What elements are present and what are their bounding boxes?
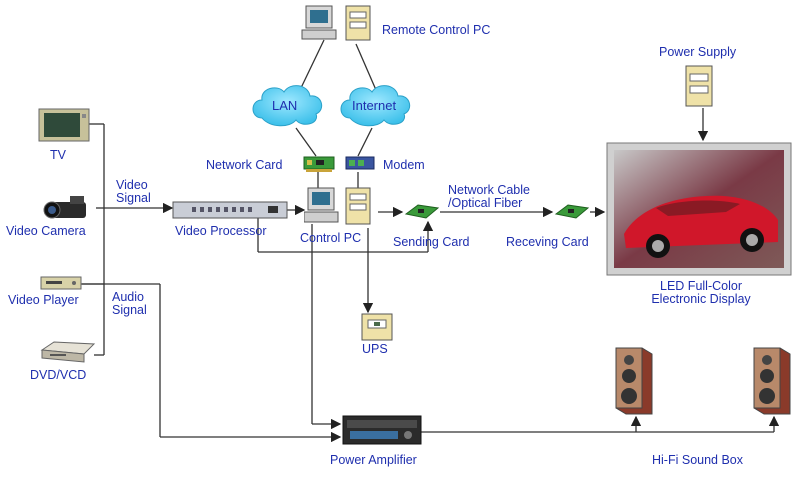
audio-signal-label-2: Signal: [112, 303, 147, 317]
speaker-right-icon: [753, 347, 791, 415]
video-processor-icon: [172, 201, 288, 219]
lan-label: LAN: [272, 98, 298, 113]
network-card-icon: [303, 156, 335, 172]
sending-card-label: Sending Card: [393, 235, 470, 249]
ups-icon: [361, 313, 393, 341]
receiving-card-label: Receving Card: [506, 235, 589, 249]
video-signal-label-2: Signal: [116, 191, 151, 205]
video-camera-label: Video Camera: [6, 224, 86, 238]
audio-signal-label-1: Audio: [112, 290, 144, 304]
speaker-left-icon: [615, 347, 653, 415]
control-pc-icon: [304, 187, 371, 225]
internet-label: Internet: [352, 98, 397, 113]
video-processor-label: Video Processor: [175, 224, 267, 238]
power-amplifier-label: Power Amplifier: [330, 453, 417, 467]
remote-control-pc-icon: [301, 5, 371, 41]
modem-label: Modem: [383, 158, 425, 172]
video-player-icon: [40, 276, 82, 290]
remote-control-pc-label: Remote Control PC: [382, 23, 491, 37]
power-supply-label: Power Supply: [659, 45, 737, 59]
dvd-vcd-label: DVD/VCD: [30, 368, 87, 382]
internet-cloud-shape: [340, 85, 411, 127]
power-supply-icon: [685, 65, 713, 107]
hifi-sound-box-label: Hi-Fi Sound Box: [652, 453, 744, 467]
network-cable-label-1: Network Cable: [448, 183, 530, 197]
video-camera-icon: [43, 196, 86, 219]
lan-cloud-shape: [252, 85, 323, 127]
sending-card-icon: [404, 204, 440, 219]
tv-label: TV: [50, 148, 66, 162]
led-display-icon: [606, 142, 792, 276]
tv-icon: [38, 108, 90, 142]
video-signal-label-1: Video: [116, 178, 148, 192]
power-amplifier-icon: [342, 415, 422, 445]
receiving-card-icon: [554, 204, 590, 219]
led-display-label-2: Electronic Display: [651, 292, 751, 306]
control-pc-label: Control PC: [300, 231, 362, 245]
dvd-vcd-icon: [40, 341, 96, 363]
network-card-label: Network Card: [206, 158, 283, 172]
ups-label: UPS: [362, 342, 388, 356]
video-player-label: Video Player: [8, 293, 79, 307]
modem-icon: [345, 156, 375, 170]
network-cable-label-2: /Optical Fiber: [448, 196, 523, 210]
led-display-label-1: LED Full-Color: [660, 279, 742, 293]
